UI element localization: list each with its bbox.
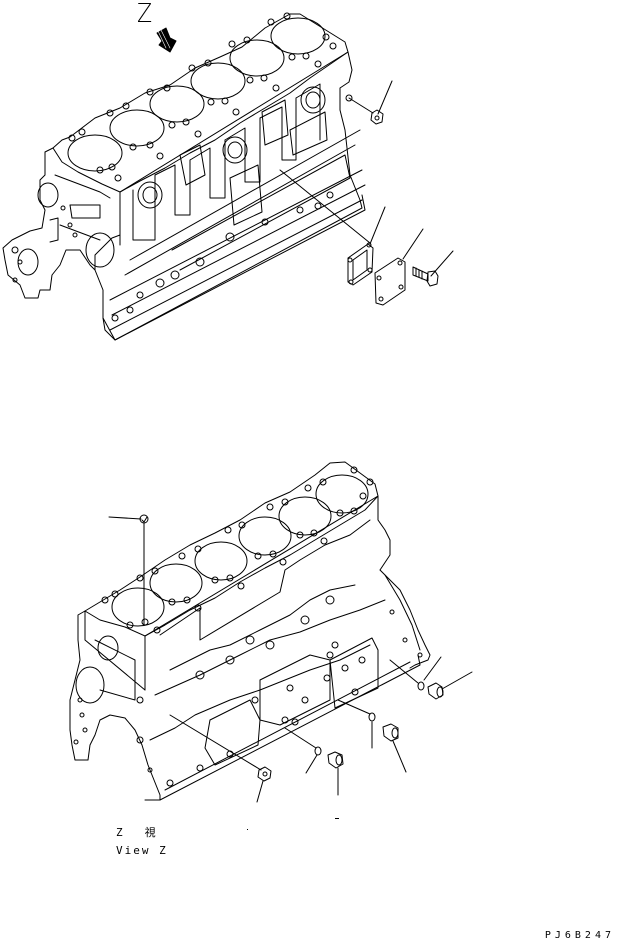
leader-line-b1 xyxy=(109,517,141,519)
block-side-face xyxy=(95,52,365,340)
bottom-plug-b3 xyxy=(428,672,472,699)
leader-line-t3 xyxy=(403,229,423,259)
top-cover-plate-part xyxy=(375,229,423,305)
leader-line-b5 xyxy=(393,741,406,772)
leader-line-b8 xyxy=(257,781,263,802)
bottom-washer-b6 xyxy=(285,728,321,773)
view-caption-letter: Z xyxy=(116,826,125,839)
stray-tick-mark xyxy=(335,818,339,819)
block-side-face-bottom xyxy=(145,496,430,765)
leader-line-t2 xyxy=(370,207,385,244)
bottom-washer-b4 xyxy=(338,700,375,748)
top-bolt-part xyxy=(413,251,453,286)
view-arrow-icon xyxy=(157,28,176,52)
block-front-end-bottom xyxy=(70,611,160,800)
bottom-plug-b5 xyxy=(383,724,406,772)
bottom-washer-b2 xyxy=(390,657,441,690)
leader-line-b3 xyxy=(442,672,472,689)
leader-line-b2 xyxy=(424,657,441,680)
bottom-plug-b8 xyxy=(170,715,271,802)
bottom-plug-b7 xyxy=(328,752,343,795)
view-caption-kanji: 視 xyxy=(144,826,158,839)
stray-dot-mark xyxy=(247,829,248,830)
leader-line-t1 xyxy=(378,81,392,114)
block-deck-top xyxy=(53,13,348,192)
block-oil-pan-rail xyxy=(103,195,365,340)
bottom-plug-b1 xyxy=(109,515,148,625)
view-caption-english: View Z xyxy=(116,844,168,857)
block-front-end xyxy=(3,148,114,298)
view-marker-letter: Z xyxy=(137,0,153,29)
top-gasket-part xyxy=(280,170,385,285)
block-oil-pan-rail-bottom xyxy=(160,655,420,800)
drawing-code: PJ6B247 xyxy=(544,930,615,941)
top-plug-part xyxy=(346,81,392,124)
block-deck-bottom xyxy=(85,462,378,636)
leader-line-b6 xyxy=(306,755,317,773)
leader-line-t4 xyxy=(431,251,453,276)
